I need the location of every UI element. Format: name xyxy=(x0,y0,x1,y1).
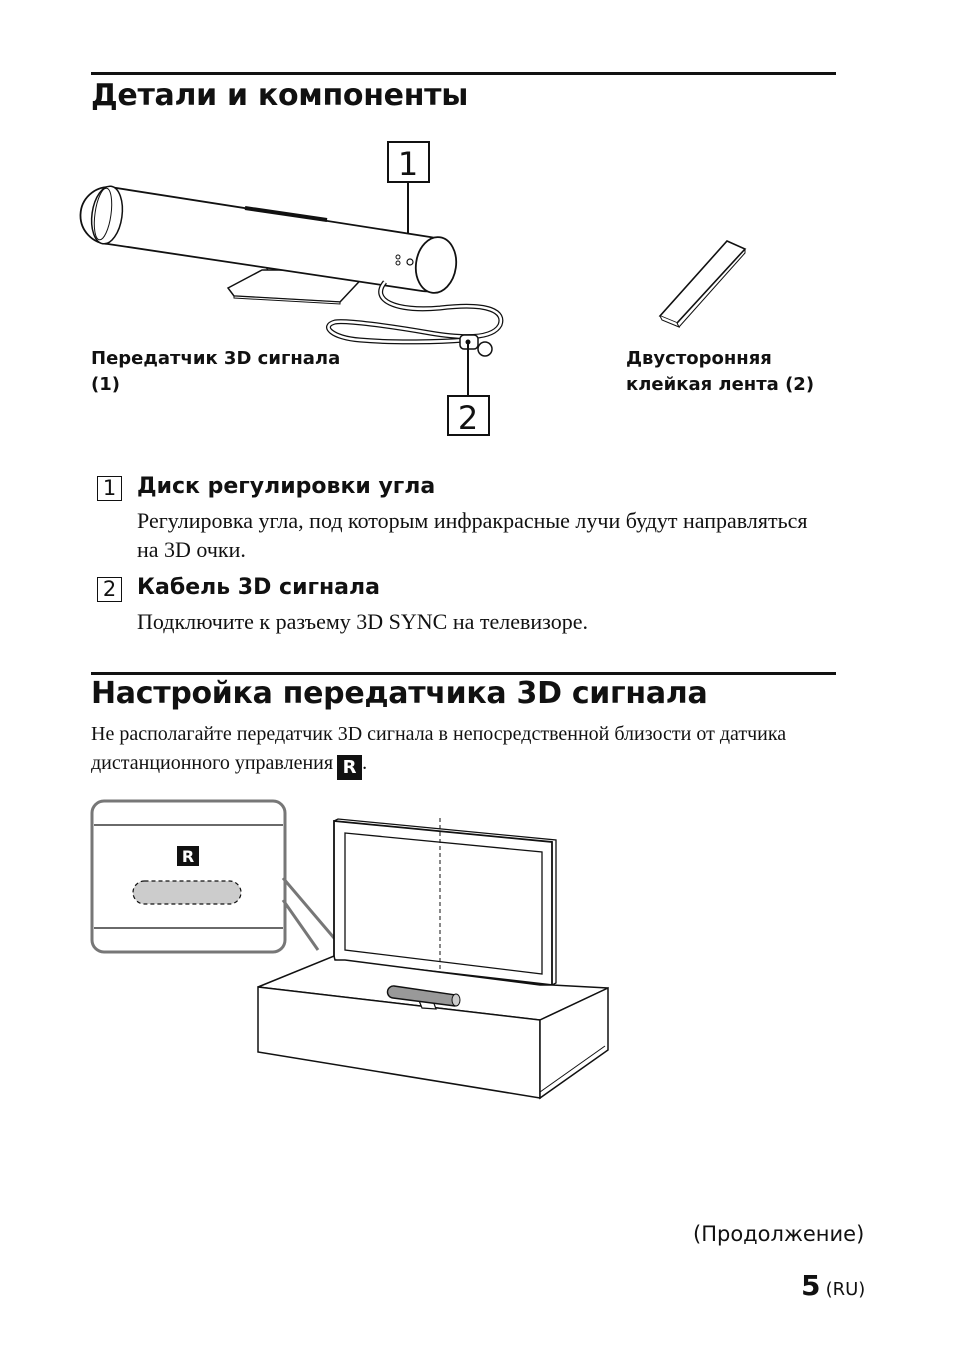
svg-text:R: R xyxy=(182,847,194,866)
item-title-angle-dial: Диск регулировки угла xyxy=(137,474,436,499)
item-number-1: 1 xyxy=(97,476,122,501)
item-desc-3d-cable: Подключите к разъему 3D SYNC на телевизо… xyxy=(137,609,588,634)
adhesive-tape-drawing xyxy=(658,240,747,324)
caption-adhesive-tape: Двусторонняя клейкая лента (2) xyxy=(626,348,815,395)
ir-sensor-icon: R xyxy=(337,755,363,780)
continued-label: (Продолжение) xyxy=(693,1222,865,1246)
top-rule xyxy=(91,72,836,75)
zoom-inset xyxy=(90,799,287,954)
setup-paragraph-end: . xyxy=(362,752,368,774)
tv-cabinet-side xyxy=(539,986,609,1100)
section2-rule xyxy=(91,672,836,675)
section-title-parts: Детали и компоненты xyxy=(91,78,469,113)
page-language: (RU) xyxy=(825,1279,866,1300)
callout-label-1: 1 xyxy=(398,145,418,183)
item-desc-angle-dial: Регулировка угла, под которым инфракрасн… xyxy=(137,508,808,562)
section-title-setup: Настройка передатчика 3D сигнала xyxy=(91,676,708,711)
page-number-block: 5 (RU) xyxy=(801,1269,865,1302)
caption-transmitter: Передатчик 3D сигнала (1) xyxy=(91,348,341,395)
page-number: 5 xyxy=(801,1269,821,1302)
callout-box-2 xyxy=(447,395,490,436)
callout-box-1 xyxy=(387,141,430,183)
setup-paragraph-text: Не располагайте передатчик 3D сигнала в … xyxy=(91,723,787,774)
tv-setup-illustration: R xyxy=(90,799,609,1100)
item-title-3d-cable: Кабель 3D сигнала xyxy=(137,575,380,600)
callout-label-2: 2 xyxy=(458,399,478,437)
setup-paragraph: Не располагайте передатчик 3D сигнала в … xyxy=(91,720,831,780)
transmitter-illustration: 1 2 xyxy=(79,141,747,437)
item-number-2: 2 xyxy=(97,577,122,602)
ir-sensor-area xyxy=(132,880,242,905)
tv-screen xyxy=(344,832,543,975)
ir-sensor-icon-inset xyxy=(177,846,199,866)
